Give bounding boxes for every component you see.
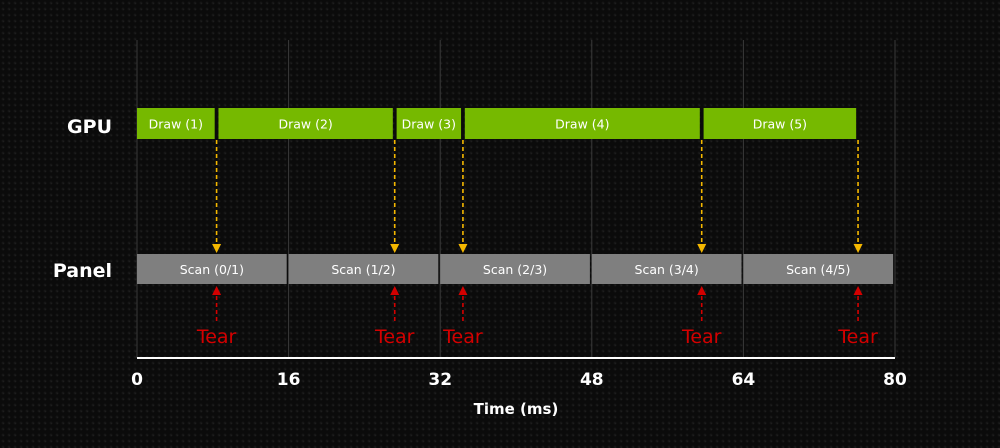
- gpu-draw-bar: [137, 108, 215, 139]
- axis-layer: 0 16 32 48 64 80: [131, 357, 907, 390]
- tear-label: Tear: [442, 326, 483, 348]
- tear-layer: Tear Tear Tear Tear Tear: [196, 286, 878, 348]
- gpu-draw-bar: [396, 108, 462, 139]
- sync-arrow-head: [212, 244, 222, 253]
- tear-arrow-head: [212, 286, 222, 295]
- gpu-draw-label: Draw (3): [402, 117, 456, 132]
- tear-arrow-head: [458, 286, 468, 295]
- panel-scan-bar: [591, 254, 742, 284]
- sync-arrow-head: [853, 244, 863, 253]
- x-tick-label: 80: [883, 370, 907, 390]
- tear-arrow-head: [853, 286, 863, 295]
- panel-scan-label: Scan (2/3): [483, 262, 547, 277]
- panel-scan-label: Scan (3/4): [635, 262, 699, 277]
- tear-arrow-head: [697, 286, 707, 295]
- panel-scan-bar: [137, 254, 287, 284]
- sync-arrow-head: [390, 244, 400, 253]
- panel-scan-bar: [743, 254, 894, 284]
- gpu-draw-label: Draw (5): [753, 117, 807, 132]
- sync-arrow-head: [458, 244, 468, 253]
- panel-scan-bar: [288, 254, 439, 284]
- x-axis-title: Time (ms): [474, 400, 559, 418]
- panel-scan-label: Scan (0/1): [180, 262, 244, 277]
- tear-label: Tear: [374, 326, 415, 348]
- gpu-draw-label: Draw (4): [555, 117, 609, 132]
- gpu-draw-bar: [218, 108, 393, 139]
- x-tick-label: 16: [277, 370, 301, 390]
- gpu-draw-bar: [703, 108, 857, 139]
- panel-scan-label: Scan (4/5): [786, 262, 850, 277]
- arrow-layer: [212, 140, 863, 253]
- gpu-draw-label: Draw (2): [278, 117, 332, 132]
- x-tick-label: 64: [732, 370, 756, 390]
- tear-label: Tear: [196, 326, 237, 348]
- grid-layer: [136, 40, 896, 358]
- tear-label: Tear: [837, 326, 878, 348]
- panel-scan-bar: [440, 254, 590, 284]
- x-tick-label: 32: [428, 370, 452, 390]
- tear-arrow-head: [390, 286, 400, 295]
- x-tick-label: 48: [580, 370, 604, 390]
- gpu-draw-label: Draw (1): [149, 117, 203, 132]
- panel-scan-label: Scan (1/2): [331, 262, 395, 277]
- bar-layer: Draw (1) Draw (2) Draw (3) Draw (4) Draw (5)…: [137, 108, 894, 284]
- x-tick-label: 0: [131, 370, 143, 390]
- row-label-panel: Panel: [53, 260, 112, 282]
- sync-arrow-head: [697, 244, 707, 253]
- gpu-draw-bar: [464, 108, 700, 139]
- tear-label: Tear: [681, 326, 722, 348]
- row-label-gpu: GPU: [67, 116, 112, 138]
